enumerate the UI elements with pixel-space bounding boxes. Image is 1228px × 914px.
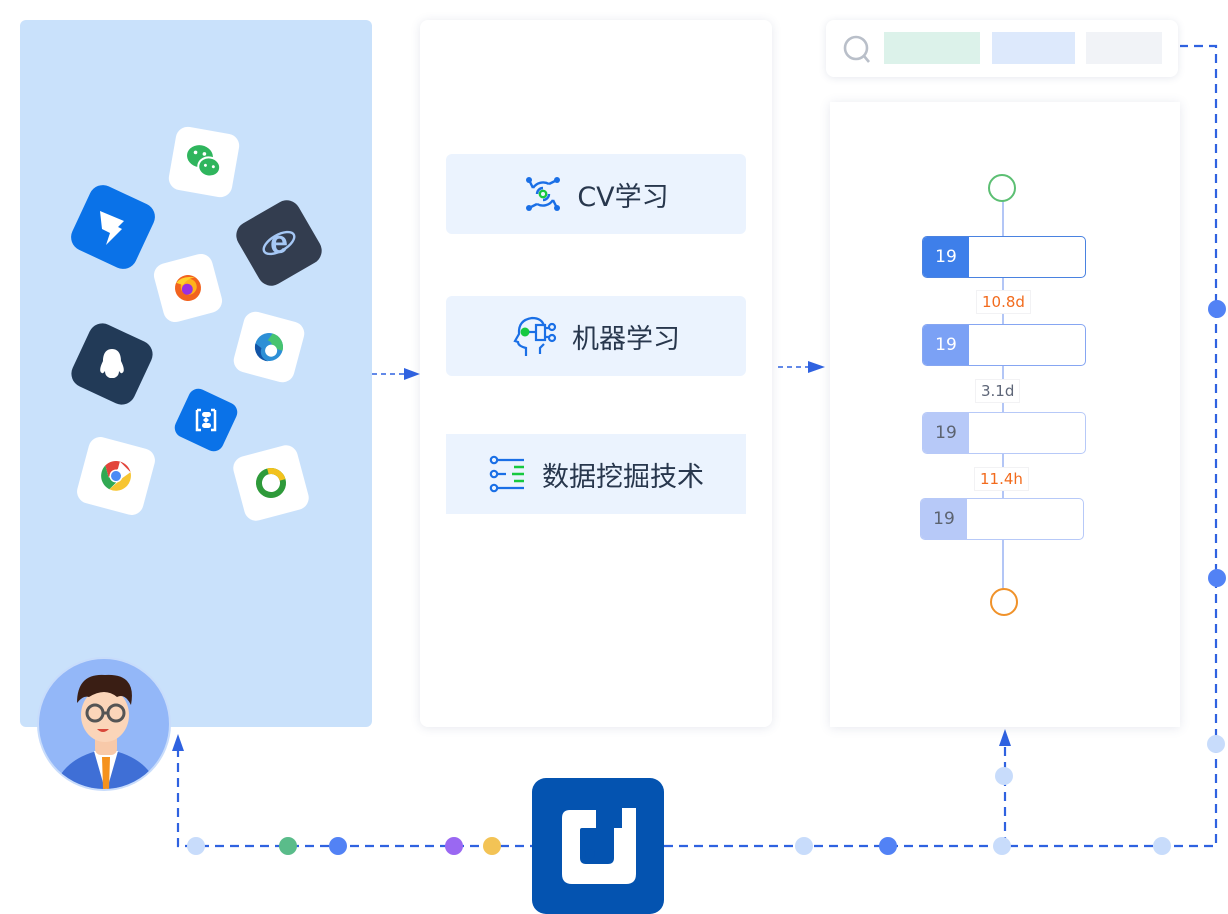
search-bar[interactable] bbox=[826, 20, 1178, 77]
flow-step[interactable]: 19 bbox=[922, 324, 1086, 366]
step-count: 19 bbox=[921, 499, 967, 539]
connector-dot bbox=[483, 837, 501, 855]
green-ring-icon bbox=[256, 468, 286, 498]
app-tile-firefox[interactable] bbox=[151, 251, 225, 325]
person-illustration-icon bbox=[54, 674, 158, 789]
chrome-icon bbox=[101, 461, 131, 491]
data-mining-list-icon bbox=[489, 455, 524, 493]
flow-end-node bbox=[990, 588, 1018, 616]
connector-dot bbox=[795, 837, 813, 855]
filter-chip[interactable] bbox=[992, 32, 1075, 64]
connector-dot bbox=[187, 837, 205, 855]
internet-explorer-icon: e bbox=[262, 224, 296, 260]
arrow-up-icon bbox=[999, 729, 1011, 746]
arrow-right-icon bbox=[808, 361, 825, 373]
firefox-icon bbox=[175, 275, 201, 301]
connector-dot bbox=[1208, 569, 1226, 587]
arrow-right-icon bbox=[404, 368, 420, 380]
app-tile-dingtalk[interactable] bbox=[66, 180, 160, 274]
filter-chip[interactable] bbox=[884, 32, 980, 64]
flow-step[interactable]: 19 bbox=[920, 498, 1084, 540]
app-tile-feishu-connector[interactable] bbox=[171, 385, 241, 455]
app-tile-ie[interactable]: e bbox=[231, 195, 327, 291]
connector-dot bbox=[1153, 837, 1171, 855]
connector-bottom-right bbox=[664, 44, 1218, 848]
feature-label: CV学习 bbox=[577, 181, 669, 213]
flow-start-node bbox=[988, 174, 1016, 202]
connector-dot bbox=[329, 837, 347, 855]
connector-dot bbox=[993, 837, 1011, 855]
connector-dot bbox=[995, 767, 1013, 785]
app-tile-qq[interactable] bbox=[66, 318, 158, 410]
arrow-up-icon bbox=[172, 734, 184, 751]
connector-dot bbox=[1207, 735, 1225, 753]
duration-label: 11.4h bbox=[974, 467, 1029, 491]
flow-step[interactable]: 19 bbox=[922, 236, 1086, 278]
edge-icon bbox=[254, 333, 283, 362]
feishu-connector-icon bbox=[195, 408, 217, 432]
connector-bottom-left bbox=[176, 748, 534, 848]
filter-chip[interactable] bbox=[1086, 32, 1162, 64]
wechat-icon bbox=[186, 145, 222, 178]
flow-step[interactable]: 19 bbox=[922, 412, 1086, 454]
search-icon[interactable] bbox=[842, 34, 874, 66]
duration-label: 10.8d bbox=[976, 290, 1031, 314]
user-avatar[interactable] bbox=[37, 657, 171, 791]
step-count: 19 bbox=[923, 237, 969, 277]
feature-machine-learning[interactable]: 机器学习 bbox=[446, 296, 746, 376]
connector-dot bbox=[279, 837, 297, 855]
qq-icon bbox=[100, 349, 124, 378]
feature-data-mining[interactable]: 数据挖掘技术 bbox=[446, 434, 746, 514]
connector-dot bbox=[445, 837, 463, 855]
connector-dot bbox=[879, 837, 897, 855]
feature-label: 数据挖掘技术 bbox=[542, 461, 704, 493]
app-tile-edge[interactable] bbox=[231, 309, 307, 385]
app-tile-green-ring[interactable] bbox=[230, 442, 312, 524]
connector-dot bbox=[1208, 300, 1226, 318]
app-tile-wechat[interactable] bbox=[166, 124, 242, 200]
app-tile-chrome[interactable] bbox=[74, 434, 158, 518]
feature-label: 机器学习 bbox=[572, 323, 680, 355]
hub-logo[interactable] bbox=[532, 778, 664, 914]
step-count: 19 bbox=[923, 325, 969, 365]
feature-cv-learning[interactable]: CV学习 bbox=[446, 154, 746, 234]
duration-label: 3.1d bbox=[975, 379, 1021, 403]
dingtalk-icon bbox=[100, 211, 124, 245]
hub-logo-icon bbox=[562, 808, 636, 884]
machine-learning-head-icon bbox=[513, 316, 557, 356]
step-count: 19 bbox=[923, 413, 969, 453]
computer-vision-icon bbox=[526, 177, 561, 211]
